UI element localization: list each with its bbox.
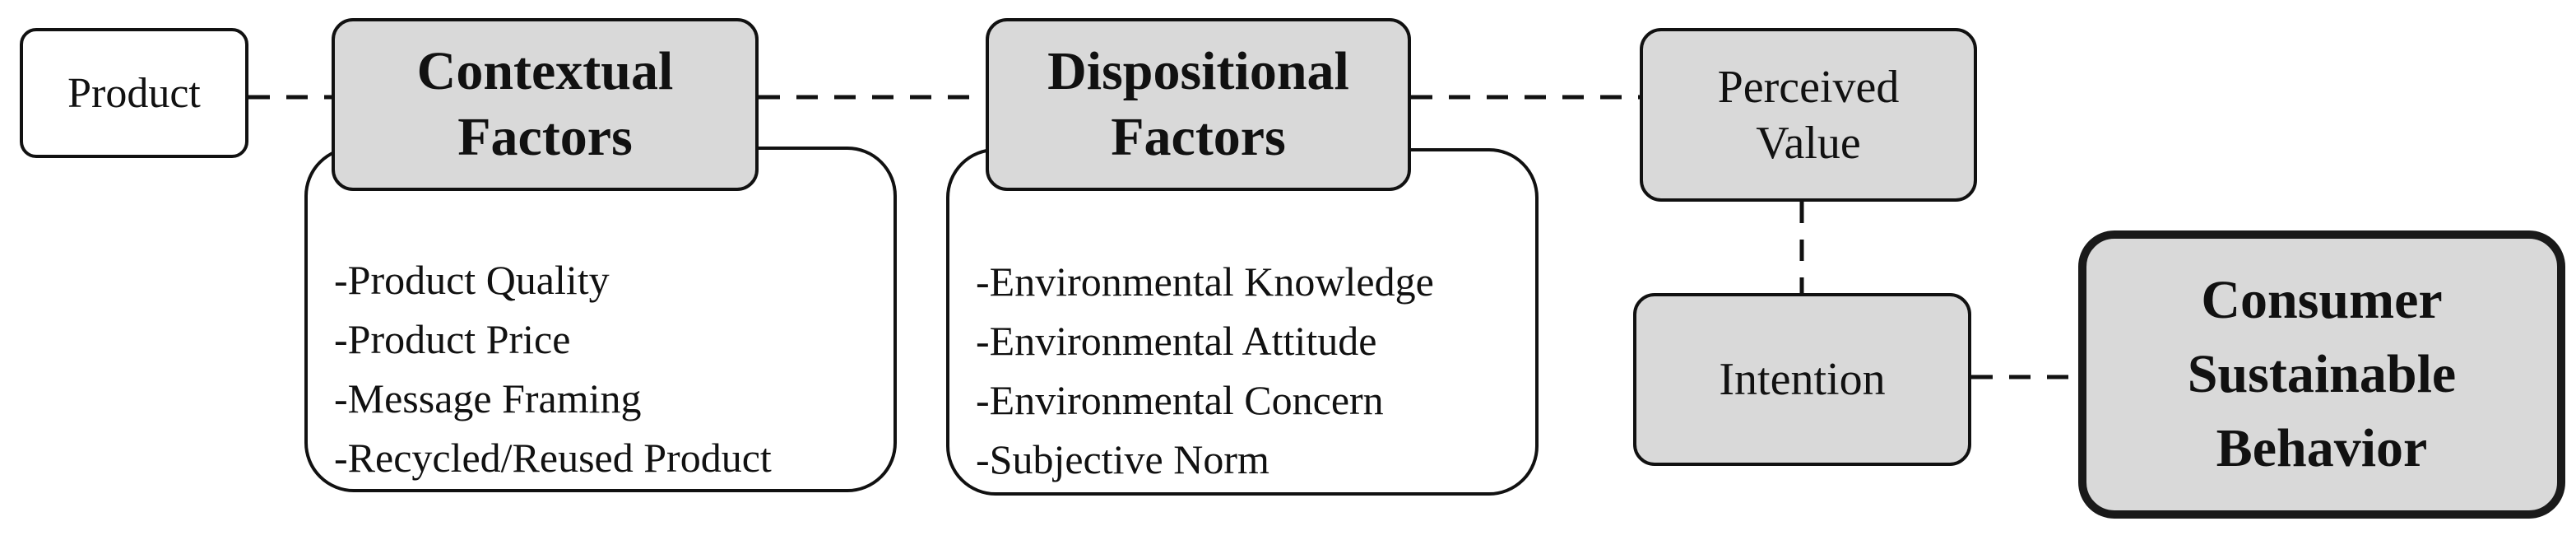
intention-label: Intention xyxy=(1719,354,1886,405)
list-item: -Product Quality xyxy=(334,257,610,303)
contextual-factors-list-panel: -Product Quality -Product Price -Message… xyxy=(304,147,897,492)
product-label: Product xyxy=(67,69,201,117)
consumer-line1: Consumer xyxy=(2201,270,2443,330)
list-item: -Environmental Knowledge xyxy=(976,258,1434,305)
consumer-line2: Sustainable xyxy=(2187,344,2457,404)
dispositional-factors-list-panel: -Environmental Knowledge -Environmental … xyxy=(946,148,1539,496)
list-item: -Subjective Norm xyxy=(976,436,1269,482)
list-item: -Message Framing xyxy=(334,375,642,421)
dispositional-title-line2: Factors xyxy=(1111,107,1286,167)
contextual-factors-node: Contextual Factors xyxy=(332,18,759,191)
consumer-sustainable-behavior-node: Consumer Sustainable Behavior xyxy=(2078,230,2565,519)
dispositional-title-line1: Dispositional xyxy=(1047,41,1349,101)
perceived-value-line2: Value xyxy=(1756,117,1861,169)
dispositional-factors-node: Dispositional Factors xyxy=(986,18,1411,191)
consumer-line3: Behavior xyxy=(2216,418,2428,478)
list-item: -Product Price xyxy=(334,316,571,362)
list-item: -Environmental Concern xyxy=(976,377,1384,423)
perceived-value-node: Perceived Value xyxy=(1640,28,1977,202)
contextual-title-line2: Factors xyxy=(457,107,633,167)
perceived-value-line1: Perceived xyxy=(1717,61,1900,113)
list-item: -Environmental Attitude xyxy=(976,318,1377,364)
contextual-factors-list: -Product Quality -Product Price -Message… xyxy=(334,250,772,487)
dispositional-factors-list: -Environmental Knowledge -Environmental … xyxy=(976,252,1434,489)
contextual-title-line1: Contextual xyxy=(416,41,674,101)
product-node: Product xyxy=(20,28,248,158)
list-item: -Recycled/Reused Product xyxy=(334,435,772,481)
intention-node: Intention xyxy=(1633,293,1971,466)
